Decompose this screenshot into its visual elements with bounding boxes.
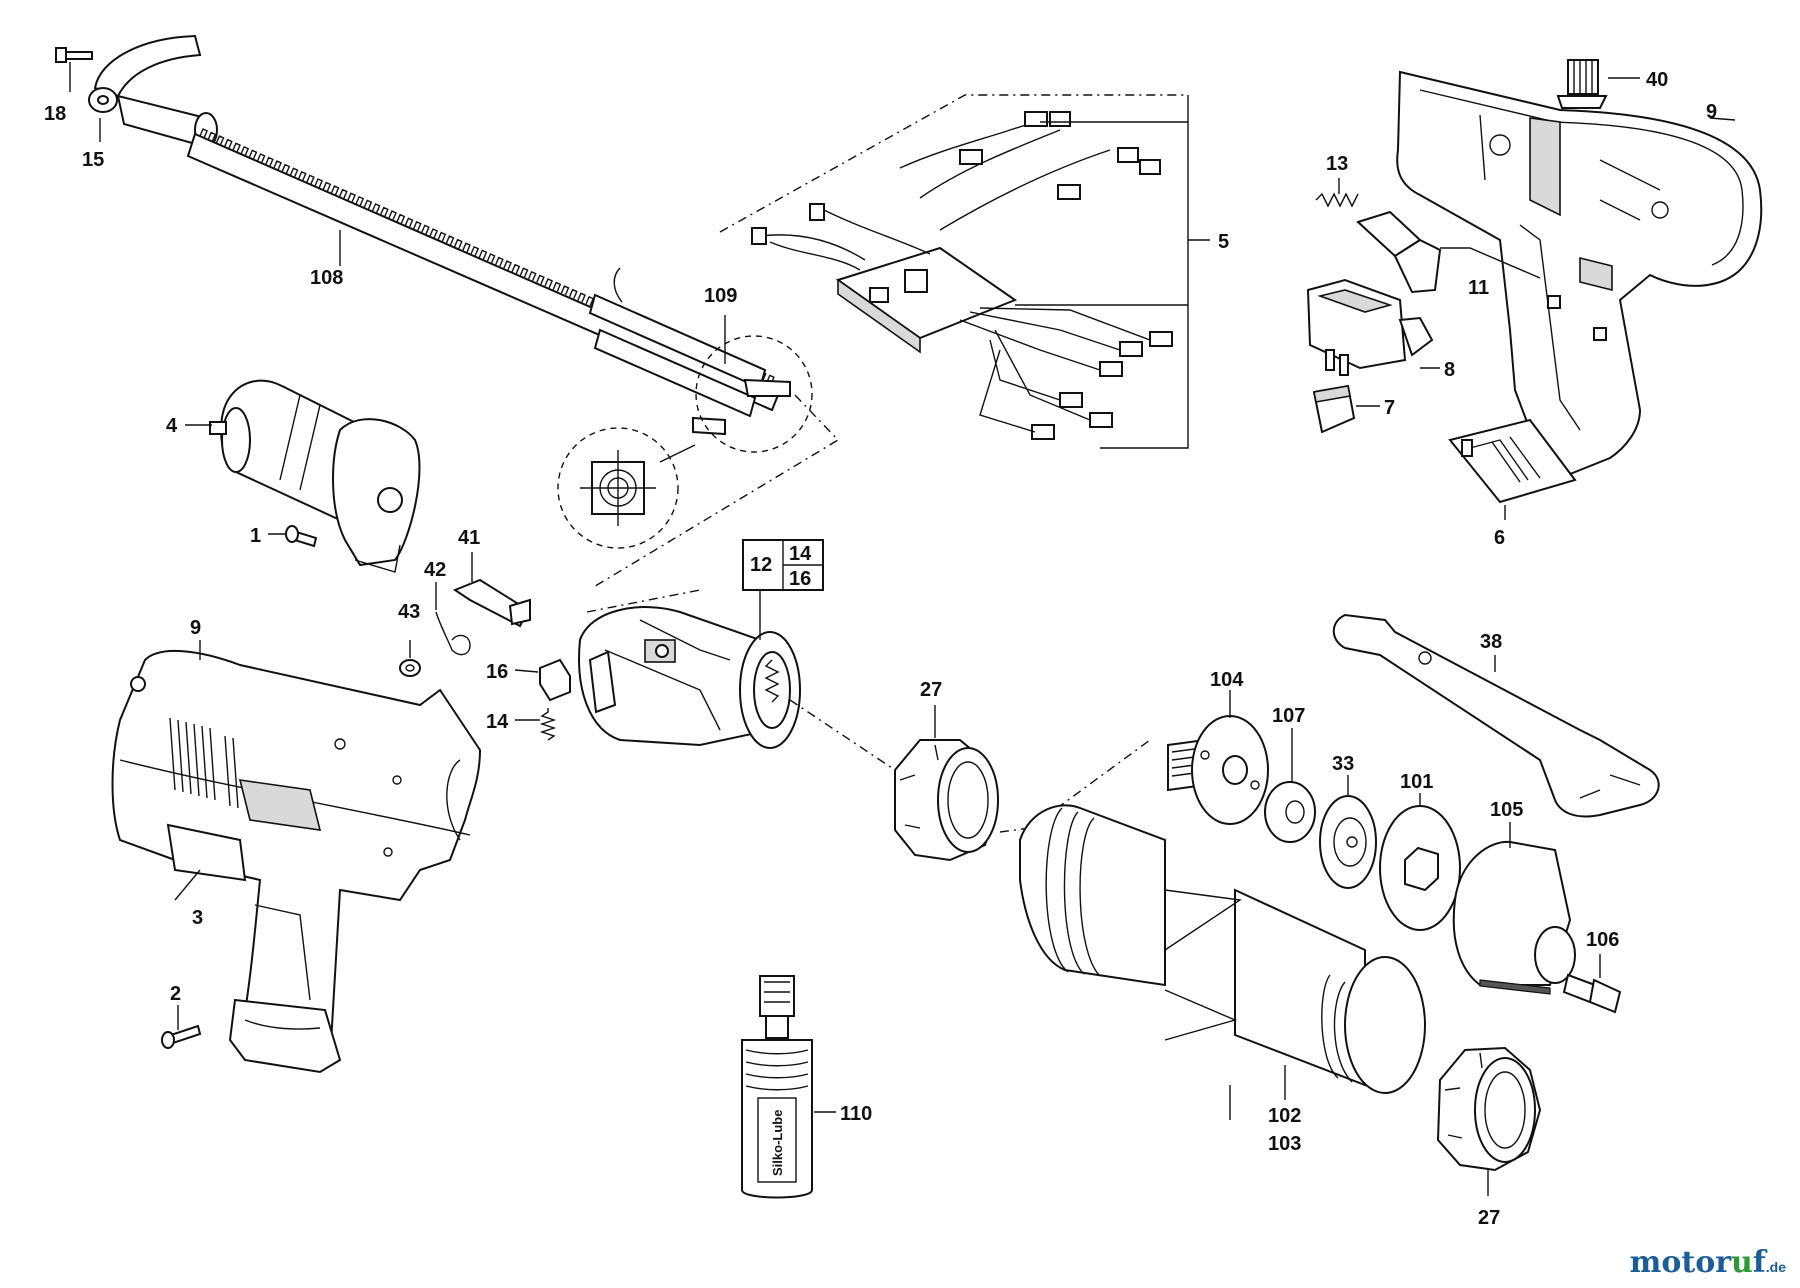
label-1: 1: [250, 525, 261, 547]
label-3: 3: [192, 907, 203, 929]
label-5: 5: [1218, 231, 1229, 253]
detail-circle: [557, 427, 679, 549]
label-108: 108: [310, 267, 343, 289]
label-41: 41: [458, 527, 480, 549]
label-9-left: 9: [190, 617, 201, 639]
label-102: 102: [1268, 1105, 1301, 1127]
label-15: 15: [82, 149, 104, 171]
watermark-text-a: motor: [1629, 1245, 1732, 1280]
part-38-spanner: [1332, 613, 1660, 818]
label-109: 109: [704, 285, 737, 307]
part-43-circlip: [399, 659, 421, 677]
label-6: 6: [1494, 527, 1505, 549]
part-12-gearbox: [578, 606, 801, 749]
part-108-rack: [186, 128, 782, 412]
part-102-103-cartridge-tube: [1019, 804, 1426, 1120]
label-38: 38: [1480, 631, 1502, 653]
label-27-top: 27: [920, 679, 942, 701]
vent-slots: [169, 717, 239, 809]
part-9-housing-right: [1396, 70, 1763, 480]
label-16-box: 16: [789, 568, 811, 590]
part-110-lubricant-bottle: Silko-Lube: [741, 975, 813, 1199]
label-11: 11: [1468, 277, 1489, 299]
label-103: 103: [1268, 1133, 1301, 1155]
label-107: 107: [1272, 705, 1305, 727]
watermark-text-b: f: [1752, 1245, 1766, 1280]
label-43: 43: [398, 601, 420, 623]
part-14-spring: [539, 708, 557, 741]
part-27-collar-nut-bottom: [1436, 1046, 1542, 1172]
label-110: 110: [840, 1103, 872, 1125]
label-27-bottom: 27: [1478, 1207, 1500, 1229]
label-13: 13: [1326, 153, 1348, 175]
watermark-tld: .de: [1765, 1259, 1786, 1275]
part-40-knob: [1556, 59, 1608, 109]
part-7-trigger: [1312, 384, 1356, 434]
label-14-box: 14: [789, 543, 812, 565]
part-42-spring-clip: [435, 611, 471, 656]
part-41-latch: [452, 578, 531, 628]
label-16: 16: [486, 661, 508, 683]
watermark-text-dot: u: [1731, 1245, 1753, 1280]
label-101: 101: [1400, 771, 1433, 793]
callout-labels: 18 15 108 109 5 40 9 13 11 8 7 6 4 1 41 …: [44, 69, 1717, 1229]
watermark-logo: motoruf.de: [1630, 1245, 1786, 1280]
label-9-top: 9: [1706, 101, 1717, 123]
part-33-disc: [1319, 795, 1377, 889]
label-8: 8: [1444, 359, 1455, 381]
part-105-nozzle-cap: [1452, 840, 1576, 995]
part-109-rack-end: [588, 267, 791, 436]
part-2-screw: [161, 1024, 202, 1049]
label-42: 42: [424, 559, 446, 581]
label-105: 105: [1490, 799, 1523, 821]
part-4-motor: [209, 379, 421, 573]
part-6-battery-contacts: [1448, 418, 1577, 504]
label-4: 4: [166, 415, 178, 437]
label-7: 7: [1384, 397, 1395, 419]
label-18: 18: [44, 103, 66, 125]
part-107-spacer: [1264, 781, 1316, 843]
part-27-collar-nut-top: [894, 739, 1000, 862]
part-101-cap-plate: [1379, 805, 1461, 931]
part-106-nozzle-screw: [1562, 973, 1622, 1014]
part-1-screw: [285, 525, 318, 548]
part-3-label: [166, 823, 247, 882]
label-12: 12: [750, 554, 772, 576]
part-16-slider: [539, 658, 571, 702]
label-104: 104: [1210, 669, 1244, 691]
part-15-plunger-handle: [88, 34, 218, 150]
label-2: 2: [170, 983, 181, 1005]
label-106: 106: [1586, 929, 1619, 951]
part-5-wiring-harness: [719, 94, 1188, 440]
part-9-housing-left: [111, 650, 482, 1074]
label-14: 14: [486, 711, 509, 733]
part-18-screw: [55, 47, 93, 63]
part-13-spring: [1315, 192, 1359, 208]
label-40: 40: [1646, 69, 1668, 91]
bottle-label: Silko-Lube: [770, 1110, 785, 1176]
part-11-button: [1356, 210, 1442, 294]
label-33: 33: [1332, 753, 1354, 775]
part-8-switch: [1306, 278, 1434, 376]
part-104-piston: [1167, 715, 1269, 825]
